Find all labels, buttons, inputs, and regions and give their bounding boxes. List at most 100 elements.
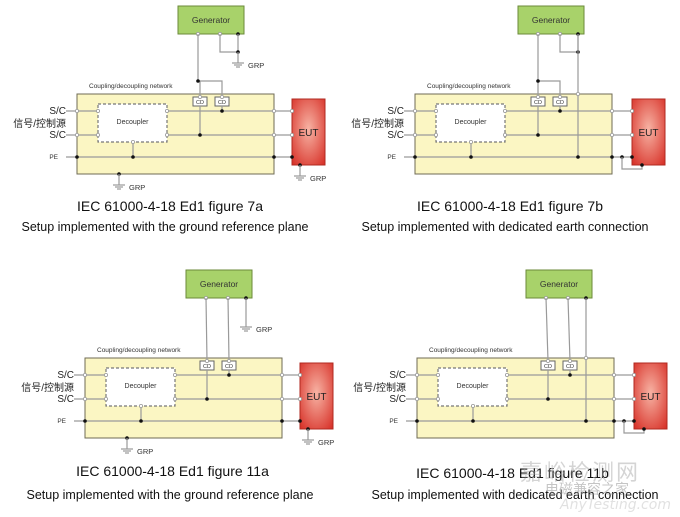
grp-label: GRP [256,325,272,334]
decoupler-label: Decoupler [455,119,488,126]
sc-label-top: S/C [49,106,66,117]
junction-dot [196,79,200,83]
wire [205,297,208,362]
junction-dot [576,155,580,159]
terminal [611,396,616,401]
grp-label: GRP [318,438,334,447]
terminal [504,396,509,401]
junction-dot [75,155,79,159]
terminal [271,109,276,114]
terminal [297,396,302,401]
junction-dot [415,419,419,423]
figure-7a-subtitle: Setup implemented with the ground refere… [21,220,309,234]
terminal [297,373,302,378]
junction-dot [632,419,636,423]
junction-dot [536,133,540,137]
cdn-label: Coupling/decoupling network [89,83,173,90]
terminal [502,132,507,137]
terminal [609,109,614,114]
terminal [172,373,177,378]
terminal [609,132,614,137]
terminal [83,396,88,401]
pe-label: PE [389,418,398,425]
wire [219,34,238,53]
cdn-label: Coupling/decoupling network [429,347,513,354]
terminal [164,132,169,137]
terminal [75,109,80,114]
terminal [289,109,294,114]
eut-box [631,98,666,166]
terminal [583,356,588,361]
figure-11a-subtitle: Setup implemented with the ground refere… [26,488,314,502]
terminal [470,403,475,408]
wire [227,297,230,362]
junction-dot [558,109,562,113]
junction-dot [612,419,616,423]
terminal [629,132,634,137]
cd-label-1: CD [196,100,204,106]
terminal [204,359,209,364]
signal-source-label: 信号/控制源 [21,381,74,394]
eut-box [633,362,668,430]
sc-label-bottom: S/C [389,394,406,405]
terminal [545,359,550,364]
wire [198,80,223,97]
terminal [504,373,509,378]
wire [559,34,578,53]
wire [623,421,645,434]
generator-box [177,5,245,35]
terminal [279,373,284,378]
terminal [172,396,177,401]
junction-dot [413,155,417,159]
wire [538,80,561,97]
eut-label: EUT [307,392,327,403]
junction-dot [630,155,634,159]
terminal [226,359,231,364]
junction-dot [272,155,276,159]
terminal [104,396,109,401]
terminal [104,373,109,378]
generator-label: Generator [540,279,578,289]
sc-label-top: S/C [387,106,404,117]
wire [567,297,571,362]
junction-dot [198,133,202,137]
pe-label: PE [49,154,58,161]
terminal [415,373,420,378]
cd-label-2: CD [225,364,233,370]
terminal [130,139,135,144]
terminal [434,109,439,114]
terminal [75,132,80,137]
figure-7a-title: IEC 61000-4-18 Ed1 figure 7a [76,198,263,214]
figure-7b-title: IEC 61000-4-18 Ed1 figure 7b [416,198,603,214]
sc-label-top: S/C [389,370,406,381]
junction-dot [298,419,302,423]
ground-icon: GRP [121,444,153,456]
junction-dot [546,397,550,401]
decoupler-box [105,367,176,407]
terminal [415,396,420,401]
terminal [611,373,616,378]
watermark-subtitle: 电磁兼容之家 [545,482,629,498]
decoupler-label: Decoupler [125,383,158,390]
terminal [631,373,636,378]
generator-label: Generator [192,15,230,25]
terminal [557,95,562,100]
decoupler-label: Decoupler [457,383,490,390]
pe-label: PE [57,418,66,425]
signal-source-label: 信号/控制源 [353,381,406,394]
sc-label-bottom: S/C [387,130,404,141]
junction-dot [280,419,284,423]
signal-source-label: 信号/控制源 [13,117,66,130]
eut-label: EUT [641,392,661,403]
cd-label-1: CD [203,364,211,370]
terminal [413,132,418,137]
ground-icon: GRP [113,180,145,192]
generator-box [185,269,253,299]
ground-icon: GRP [294,171,326,183]
terminal [436,373,441,378]
grp-label: GRP [310,174,326,183]
terminal [631,396,636,401]
pe-label: PE [387,154,396,161]
